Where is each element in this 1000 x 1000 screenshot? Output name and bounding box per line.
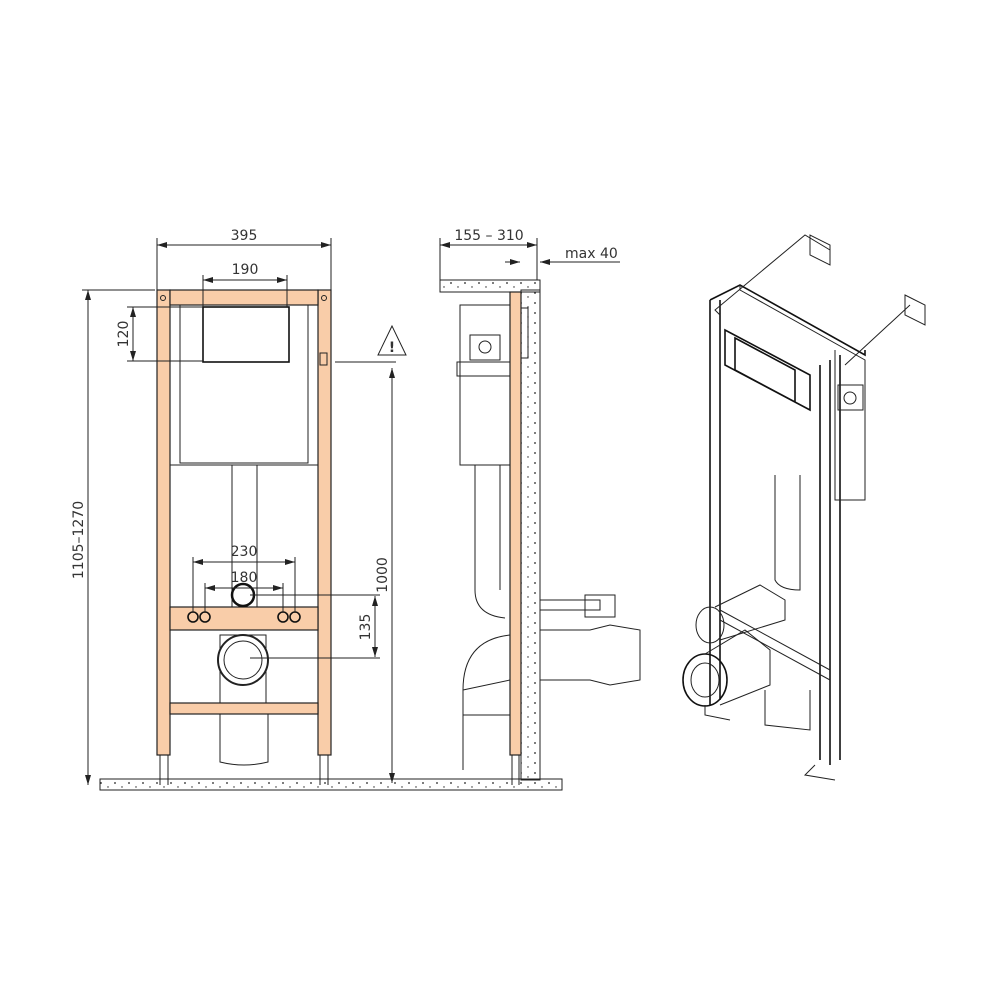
wall bbox=[520, 289, 541, 781]
warning-icon bbox=[377, 324, 407, 356]
dim-width: 395 bbox=[231, 228, 258, 244]
front-view: 395 190 120 1105–1270 1000 ! 230 180 135 bbox=[71, 228, 407, 785]
dim-max: max 40 bbox=[565, 246, 618, 262]
floor bbox=[99, 778, 563, 791]
frame bbox=[156, 289, 332, 785]
dim-plate-height: 120 bbox=[116, 321, 132, 348]
isometric-view bbox=[682, 234, 926, 781]
side-view: 155 – 310 max 40 bbox=[439, 228, 641, 785]
side-frame bbox=[509, 291, 522, 756]
dim-depth: 155 – 310 bbox=[454, 228, 523, 244]
dim-flush-height: 1000 bbox=[375, 557, 391, 593]
side-cistern bbox=[459, 304, 511, 466]
dim-total-height: 1105–1270 bbox=[71, 501, 87, 579]
dim-drain-offset: 135 bbox=[358, 614, 374, 641]
drain bbox=[217, 634, 269, 766]
flush-plate bbox=[202, 306, 290, 363]
ceiling-slab bbox=[439, 279, 541, 293]
dim-bolt-inner: 180 bbox=[231, 570, 258, 586]
dimensions: 395 190 120 1105–1270 1000 ! 230 180 135 bbox=[71, 228, 407, 785]
dim-bolt-outer: 230 bbox=[231, 544, 258, 560]
dim-plate-width: 190 bbox=[232, 262, 259, 278]
warning-symbol: ! bbox=[389, 340, 395, 356]
